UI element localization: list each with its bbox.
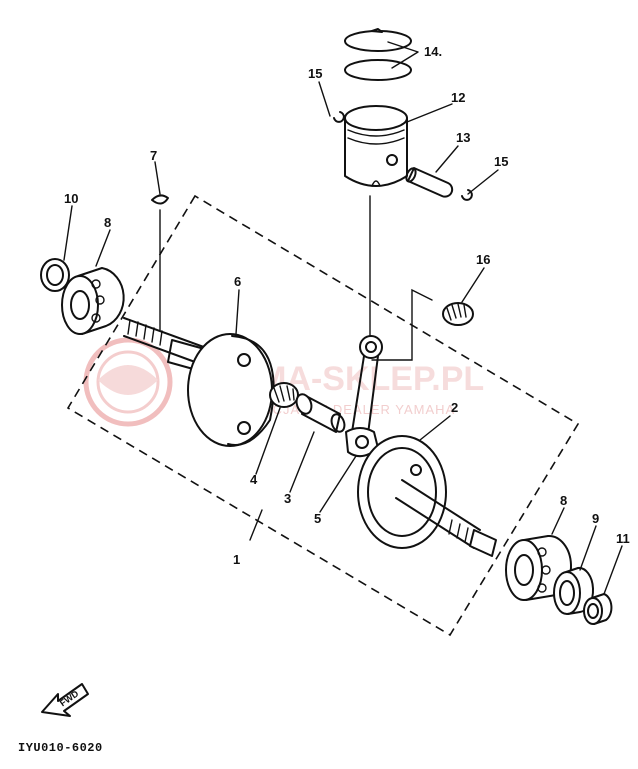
callout-5: 5 bbox=[314, 511, 321, 526]
callout-2: 2 bbox=[451, 400, 458, 415]
connecting-rod bbox=[345, 335, 383, 458]
big-end-bearing bbox=[269, 382, 299, 408]
leader-lines bbox=[63, 41, 623, 595]
crankshaft-right-half bbox=[357, 435, 497, 557]
piston-pin bbox=[405, 167, 454, 198]
callout-14: 14. bbox=[424, 44, 442, 59]
oil-seal-left bbox=[40, 258, 70, 292]
callout-3: 3 bbox=[284, 491, 291, 506]
bearing-alignment-line bbox=[371, 288, 433, 361]
figure-code: IYU010-6020 bbox=[18, 741, 103, 755]
callout-9: 9 bbox=[592, 511, 599, 526]
callout-8-right: 8 bbox=[560, 493, 567, 508]
crank-pin bbox=[295, 393, 346, 433]
piston-rings bbox=[344, 28, 412, 81]
main-bearing-left bbox=[61, 267, 125, 335]
woodruff-key bbox=[151, 194, 169, 205]
callout-15-left: 15 bbox=[308, 66, 322, 81]
crankshaft-assembly-boundary bbox=[66, 194, 580, 637]
fwd-arrow-icon: FWD bbox=[41, 683, 89, 717]
callout-8-left: 8 bbox=[104, 215, 111, 230]
callout-11: 11 bbox=[616, 531, 630, 546]
callout-4: 4 bbox=[250, 472, 258, 487]
piston bbox=[344, 105, 408, 187]
circlip-right bbox=[461, 189, 473, 201]
callout-16: 16 bbox=[476, 252, 490, 267]
callout-6: 6 bbox=[234, 274, 241, 289]
collar-right bbox=[583, 593, 613, 625]
watermark: YAMA-SKLEP.PL OFICJALNY DEALER YAMAHA bbox=[83, 337, 484, 427]
callout-10: 10 bbox=[64, 191, 78, 206]
small-end-bearing bbox=[442, 302, 474, 326]
callout-15-right: 15 bbox=[494, 154, 508, 169]
callout-12: 12 bbox=[451, 90, 465, 105]
callout-13: 13 bbox=[456, 130, 470, 145]
crankshaft-left-half bbox=[123, 317, 275, 447]
callout-7: 7 bbox=[150, 148, 157, 163]
watermark-logo bbox=[83, 337, 173, 427]
circlip-left bbox=[333, 111, 345, 123]
callout-1: 1 bbox=[233, 552, 240, 567]
